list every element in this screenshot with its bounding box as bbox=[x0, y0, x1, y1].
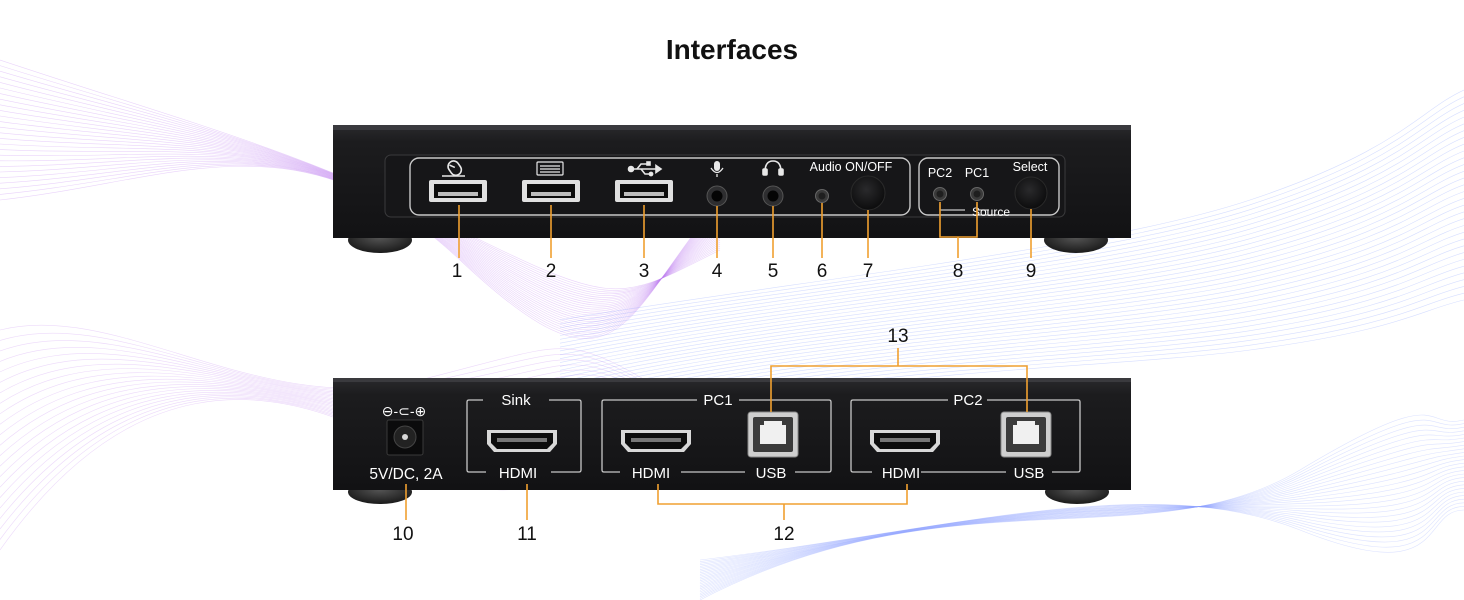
callout-number-10: 10 bbox=[392, 524, 413, 545]
pc1-led bbox=[970, 187, 984, 201]
front-usb-port-mouse bbox=[429, 180, 487, 202]
page-title: Interfaces bbox=[665, 34, 799, 65]
pc2-usb-label: USB bbox=[1014, 465, 1045, 482]
select-label: Select bbox=[1013, 160, 1048, 174]
callout-number-2: 2 bbox=[546, 261, 557, 282]
callout-number-4: 4 bbox=[712, 261, 723, 282]
source-label: Source bbox=[972, 205, 1010, 219]
pc1-hdmi-port bbox=[621, 430, 691, 452]
microphone-jack bbox=[706, 185, 728, 207]
pc2-usb-b-port bbox=[1000, 411, 1052, 458]
sink-hdmi-port bbox=[487, 430, 557, 452]
keyboard-icon bbox=[536, 161, 564, 176]
callout-number-13: 13 bbox=[887, 326, 908, 347]
back-pc1-label: PC1 bbox=[703, 392, 732, 409]
callout-number-6: 6 bbox=[817, 261, 828, 282]
mouse-icon bbox=[442, 160, 465, 177]
pc1-usb-label: USB bbox=[756, 465, 787, 482]
callout-number-1: 1 bbox=[452, 261, 463, 282]
callout-number-12: 12 bbox=[773, 524, 794, 545]
front-callouts: 1 2 3 4 5 6 7 8 9 bbox=[452, 202, 1037, 282]
sink-hdmi-label: HDMI bbox=[499, 465, 537, 482]
pc1-usb-b-port bbox=[747, 411, 799, 458]
back-pc2-label: PC2 bbox=[953, 392, 982, 409]
audio-on-off-label: Audio ON/OFF bbox=[810, 160, 893, 174]
callout-number-11: 11 bbox=[517, 524, 537, 545]
pc2-hdmi-label: HDMI bbox=[882, 465, 920, 482]
pc2-led bbox=[933, 187, 947, 201]
front-pc1-label: PC1 bbox=[965, 166, 989, 180]
audio-led bbox=[815, 189, 829, 203]
audio-on-off-button bbox=[850, 175, 886, 211]
pc2-hdmi-port bbox=[870, 430, 940, 452]
headphone-jack bbox=[762, 185, 784, 207]
callout-number-7: 7 bbox=[863, 261, 874, 282]
headphone-icon bbox=[762, 160, 784, 176]
usb-icon bbox=[627, 161, 663, 177]
pc1-hdmi-label: HDMI bbox=[632, 465, 670, 482]
polarity-symbol: ⊖-⊂-⊕ bbox=[382, 403, 427, 419]
front-usb-port-keyboard bbox=[522, 180, 580, 202]
dc-power-jack bbox=[386, 419, 424, 456]
back-panel: ⊖-⊂-⊕ 5V/DC, 2A Sink HDMI PC1 HDMI bbox=[333, 378, 1131, 504]
callout-number-8: 8 bbox=[953, 261, 964, 282]
front-pc2-label: PC2 bbox=[928, 166, 952, 180]
callout-number-3: 3 bbox=[639, 261, 650, 282]
callout-number-5: 5 bbox=[768, 261, 779, 282]
callout-number-9: 9 bbox=[1026, 261, 1037, 282]
front-usb-port bbox=[615, 180, 673, 202]
power-rating-label: 5V/DC, 2A bbox=[369, 466, 443, 483]
select-button bbox=[1014, 176, 1048, 210]
sink-label: Sink bbox=[501, 392, 531, 409]
front-panel: Audio ON/OFF PC2 PC1 Select Source bbox=[333, 125, 1131, 253]
back-device-body bbox=[333, 378, 1131, 490]
back-callouts: 13 10 11 12 bbox=[392, 326, 1028, 545]
microphone-icon bbox=[710, 161, 724, 177]
